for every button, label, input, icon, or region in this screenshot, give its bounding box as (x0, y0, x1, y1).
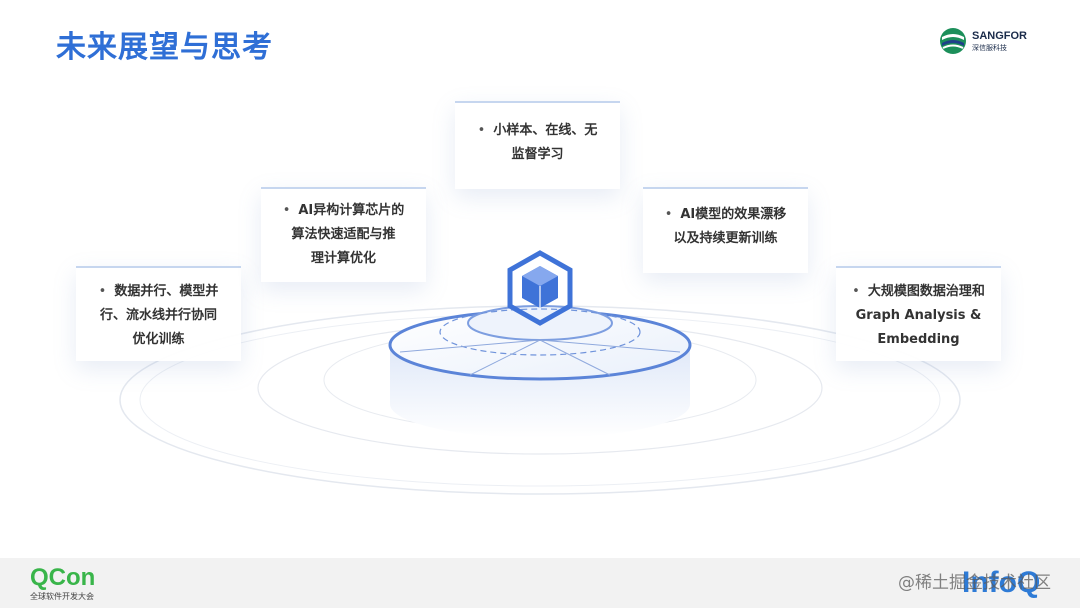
bullet-icon: • (852, 284, 860, 299)
card-line: AI异构计算芯片的 (298, 203, 405, 218)
card-line: 理计算优化 (310, 251, 376, 266)
watermark-text: @稀土掘金技术社区 (898, 573, 1051, 593)
card-line: 数据并行、模型并 (114, 284, 219, 299)
bullet-icon: • (282, 203, 291, 218)
card-line: 小样本、在线、无 (493, 123, 598, 138)
bullet-icon: • (98, 284, 107, 299)
ai-cube-icon (507, 250, 573, 326)
card-line: 大规模图数据治理和 (867, 284, 985, 299)
sangfor-logo-icon (940, 28, 966, 54)
sangfor-subtitle: 深信服科技 (972, 44, 1007, 52)
card-line: 算法快速适配与推 (291, 227, 396, 242)
card-line: 行、流水线并行协同 (99, 308, 217, 323)
sangfor-brand-text: SANGFOR (972, 30, 1027, 42)
strategy-card-2: • AI异构计算芯片的 算法快速适配与推 理计算优化 (261, 187, 426, 282)
strategy-card-5: • 大规模图数据治理和 Graph Analysis & Embedding (836, 266, 1001, 361)
strategy-card-4: • AI模型的效果漂移 以及持续更新训练 (643, 187, 808, 273)
qcon-logo: QCon (30, 564, 96, 591)
strategy-card-1: • 数据并行、模型并 行、流水线并行协同 优化训练 (76, 266, 241, 361)
card-line: Graph Analysis & (855, 308, 982, 323)
page-title: 未来展望与思考 (56, 30, 273, 65)
card-line: 优化训练 (132, 332, 185, 347)
infoq-logo: InfoQ (962, 566, 1041, 599)
bullet-icon: • (477, 123, 486, 138)
card-line: 监督学习 (511, 147, 564, 162)
platform-diagram (119, 183, 961, 495)
platform-cylinder (388, 305, 692, 438)
bullet-icon: • (664, 207, 673, 222)
sangfor-logo: SANGFOR 深信服科技 (938, 26, 1048, 56)
card-line: 以及持续更新训练 (673, 231, 778, 246)
footer-bar: QCon 全球软件开发大会 InfoQ @稀土掘金技术社区 (0, 558, 1080, 608)
card-line: AI模型的效果漂移 (680, 207, 787, 222)
qcon-subtitle: 全球软件开发大会 (30, 592, 94, 601)
card-line: Embedding (877, 332, 960, 347)
strategy-card-3: • 小样本、在线、无 监督学习 (455, 101, 620, 189)
